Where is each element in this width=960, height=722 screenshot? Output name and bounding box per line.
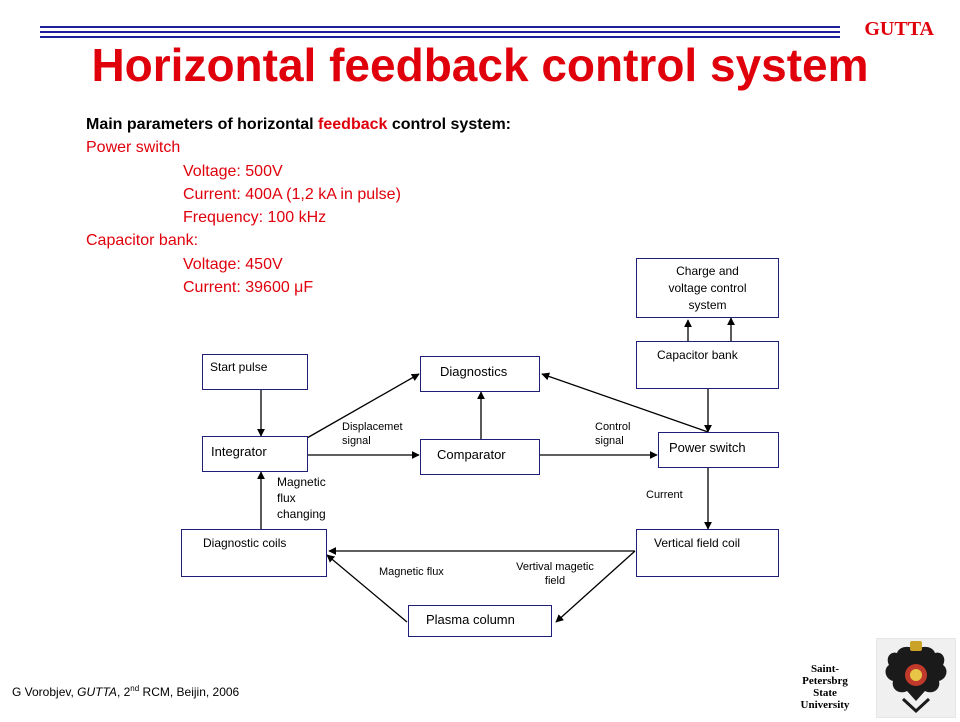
- university-line-1: Saint-Petersbrg: [802, 663, 848, 687]
- magnetic-flux-label: Magnetic flux: [379, 566, 444, 578]
- capacitor-bank-box: Capacitor bank: [636, 341, 779, 389]
- charge-box-line-2: voltage control: [668, 280, 747, 295]
- arrow-coil-to-plasma: [555, 550, 636, 623]
- current-label: Current: [646, 489, 683, 501]
- flux-changing-line-2: flux: [277, 491, 296, 505]
- power-switch-heading: Power switch: [86, 139, 181, 157]
- vertical-field-coil-label: Vertical field coil: [654, 536, 741, 550]
- header-rule-3: [40, 36, 840, 38]
- capacitor-bank-label: Capacitor bank: [657, 348, 738, 362]
- charge-box-line-3: system: [688, 297, 727, 312]
- power-switch-box: Power switch: [658, 432, 779, 468]
- comparator-box: Comparator: [420, 439, 540, 475]
- brand-label: GUTTA: [864, 18, 934, 40]
- start-pulse-label: Start pulse: [210, 360, 268, 374]
- arrow-power-switch-to-diagnostics: [541, 372, 709, 433]
- displacement-signal-label: Displacemet signal: [342, 420, 403, 448]
- vertical-magnetic-field-label: Vertival magetic field: [500, 560, 610, 588]
- diagnostic-coils-label: Diagnostic coils: [203, 536, 287, 550]
- capacitor-bank-capacitance: Current: 39600 μF: [183, 279, 314, 297]
- control-line-1: Control: [595, 421, 631, 433]
- parameters-block: Main parameters of horizontal feedback c…: [86, 113, 511, 299]
- plasma-column-label: Plasma column: [426, 612, 515, 627]
- university-crest-icon: [876, 638, 956, 718]
- power-switch-current: Current: 400A (1,2 kA in pulse): [183, 185, 401, 203]
- control-line-2: signal: [595, 435, 624, 447]
- vertical-field-line-2: field: [544, 575, 566, 587]
- control-signal-label: Control signal: [595, 420, 630, 448]
- author-event: RCM, Beijin, 2006: [139, 685, 240, 699]
- header-rule-1: [40, 26, 840, 28]
- arrow-integrator-to-diagnostics: [306, 373, 420, 439]
- diagnostic-coils-box: Diagnostic coils: [181, 529, 327, 577]
- flux-changing-line-1: Magnetic: [277, 475, 326, 489]
- header-rule-2: [40, 31, 840, 33]
- page-title: Horizontal feedback control system: [91, 39, 869, 91]
- author-mid: , 2: [116, 685, 131, 699]
- comparator-label: Comparator: [437, 447, 506, 462]
- charge-control-box: Charge and voltage control system: [636, 258, 779, 318]
- flux-changing-line-3: changing: [277, 507, 326, 521]
- capacitor-bank-voltage: Voltage: 450V: [183, 255, 283, 273]
- displacement-line-2: signal: [342, 435, 371, 447]
- vertical-field-coil-box: Vertical field coil: [636, 529, 779, 577]
- vertical-field-line-1: Vertival magetic: [516, 561, 594, 573]
- power-switch-frequency: Frequency: 100 kHz: [183, 209, 327, 227]
- heading-text-highlight: feedback: [318, 116, 388, 133]
- start-pulse-box: Start pulse: [202, 354, 308, 390]
- heading-text-post: control system:: [387, 116, 512, 133]
- parameters-heading: Main parameters of horizontal feedback c…: [86, 113, 511, 136]
- university-line-2: State University: [800, 687, 850, 711]
- power-switch-voltage: Voltage: 500V: [183, 162, 283, 180]
- integrator-label: Integrator: [211, 444, 267, 459]
- integrator-box: Integrator: [202, 436, 308, 472]
- charge-box-line-1: Charge and: [676, 263, 739, 278]
- arrow-plasma-to-coils: [326, 554, 408, 623]
- displacement-line-1: Displacemet: [342, 421, 403, 433]
- author-org: GUTTA: [77, 685, 117, 699]
- author-sup: nd: [130, 684, 140, 693]
- plasma-column-box: Plasma column: [408, 605, 552, 637]
- magnetic-flux-changing-label: Magnetic flux changing: [277, 474, 326, 522]
- power-switch-label: Power switch: [669, 440, 746, 455]
- diagnostics-label: Diagnostics: [440, 364, 508, 379]
- author-footer: G Vorobjev, GUTTA, 2nd RCM, Beijin, 2006: [12, 684, 239, 699]
- capacitor-bank-heading: Capacitor bank:: [86, 232, 199, 250]
- heading-text-pre: Main parameters of horizontal: [86, 116, 319, 133]
- diagnostics-box: Diagnostics: [420, 356, 540, 392]
- author-name: G Vorobjev,: [12, 685, 78, 699]
